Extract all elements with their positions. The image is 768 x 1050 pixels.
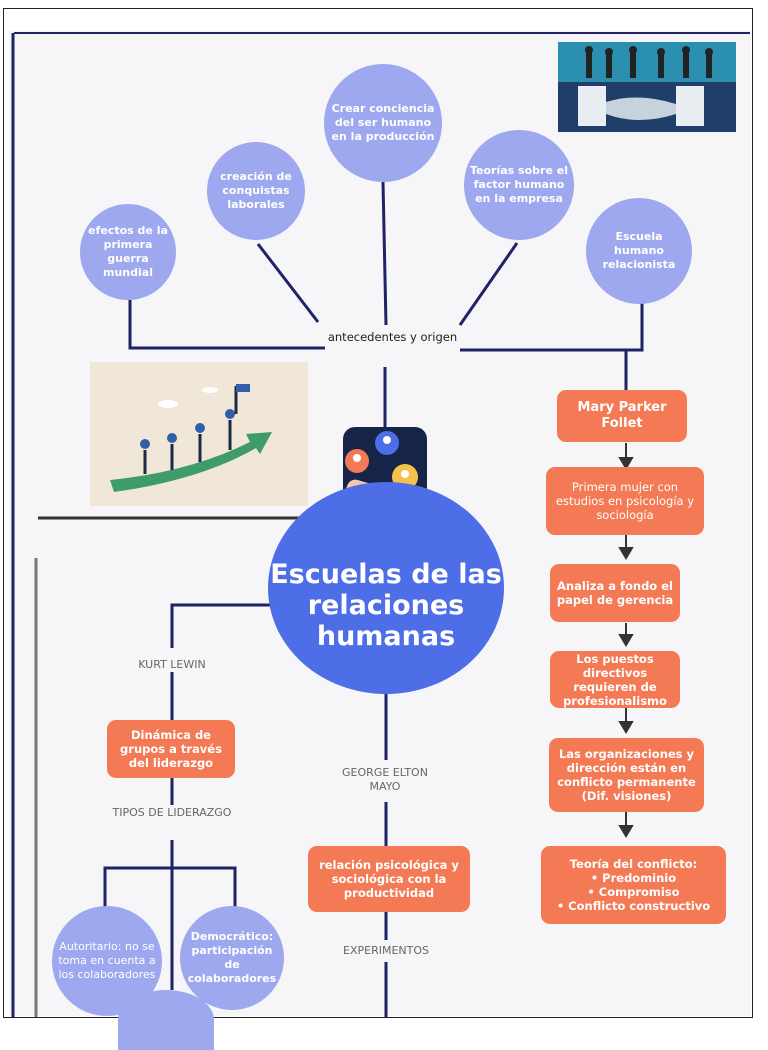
antecedente-circle-3: Crear conciencia del ser humano en la pr…	[324, 64, 442, 182]
antecedente-circle-5: Escuela humano relacionista	[586, 198, 692, 304]
follet-step-3: Los puestos directivos requieren de prof…	[550, 651, 680, 708]
antecedentes-label: antecedentes y origen	[327, 330, 458, 344]
antecedente-text-5: Escuela humano relacionista	[602, 230, 676, 271]
document-frame	[3, 8, 753, 1018]
follet-step-4: Las organizaciones y dirección están en …	[549, 738, 704, 812]
connector-lines	[11, 32, 750, 1017]
antecedente-text-1: efectos de la primera guerra mundial	[88, 224, 168, 279]
tipo-democratico-text: Democrático: participación de colaborado…	[187, 930, 277, 985]
mayo-label: GEORGE ELTON MAYO	[342, 766, 428, 793]
tipos-liderazgo-label: TIPOS DE LIDERAZGO	[112, 806, 232, 819]
antecedente-text-2: creación de conquistas laborales	[220, 170, 292, 211]
follet-step-2: Analiza a fondo el papel de gerencia	[550, 564, 680, 622]
tipo-third-circle	[118, 990, 214, 1050]
mayo-box: relación psicológica y sociológica con l…	[308, 846, 470, 912]
lewin-label: KURT LEWIN	[138, 658, 206, 671]
experimentos-label: EXPERIMENTOS	[343, 944, 429, 957]
central-title: Escuelas de las relaciones humanas	[268, 482, 504, 694]
tipo-democratico-circle: Democrático: participación de colaborado…	[180, 906, 284, 1010]
lewin-box: Dinámica de grupos a través del liderazg…	[107, 720, 235, 778]
antecedente-text-4: Teorías sobre el factor humano en la emp…	[470, 164, 568, 205]
antecedente-circle-4: Teorías sobre el factor humano en la emp…	[464, 130, 574, 240]
team-climbing-arrow-illustration	[90, 362, 308, 506]
follet-name-box: Mary Parker Follet	[557, 390, 687, 442]
antecedente-circle-1: efectos de la primera guerra mundial	[80, 204, 176, 300]
tipo-autoritario-text: Autoritario: no se toma en cuenta a los …	[58, 940, 156, 981]
follet-step-1: Primera mujer con estudios en psicología…	[546, 467, 704, 535]
antecedente-circle-2: creación de conquistas laborales	[207, 142, 305, 240]
antecedente-text-3: Crear conciencia del ser humano en la pr…	[331, 102, 435, 143]
handshake-illustration	[558, 42, 736, 132]
follet-step-5: Teoría del conflicto: • Predominio • Com…	[541, 846, 726, 924]
